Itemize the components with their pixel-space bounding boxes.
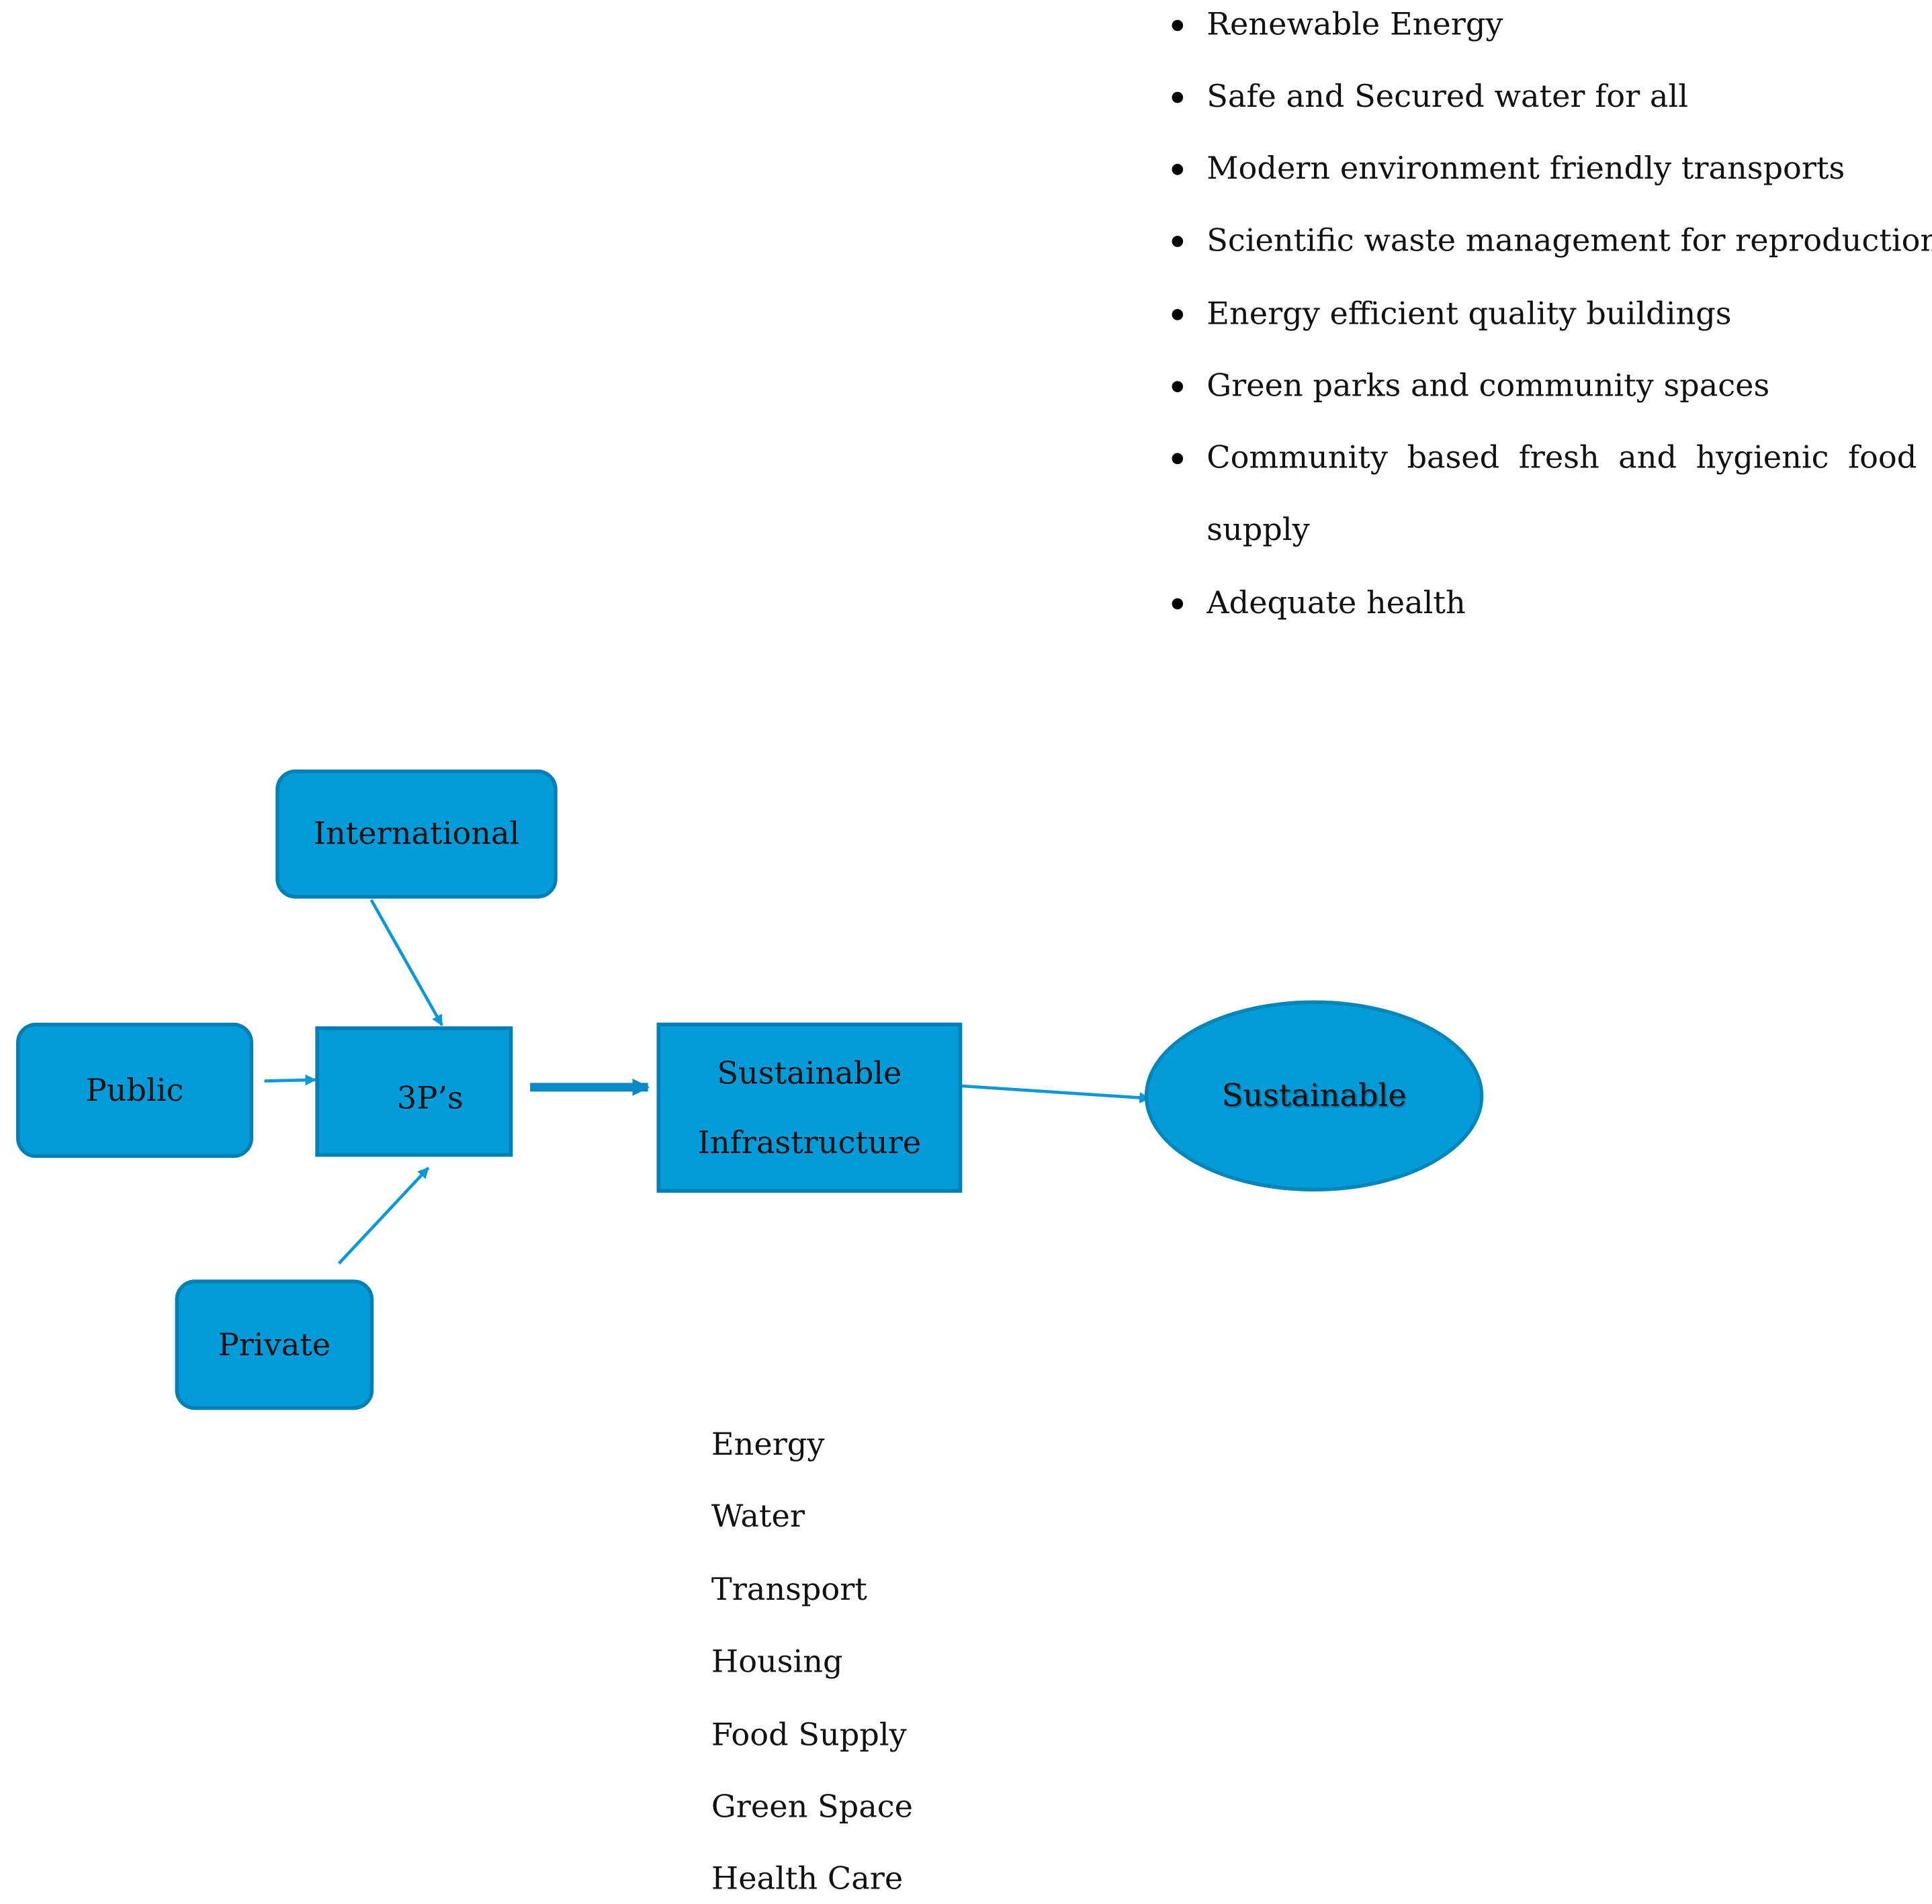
bullet-text: Energy efficient quality buildings — [1206, 295, 1732, 332]
connector-international-to-3ps — [369, 899, 443, 1026]
component-item-housing: Housing — [711, 1643, 843, 1680]
component-item-health-care: Health Care — [711, 1860, 904, 1897]
bullet-icon — [1172, 598, 1184, 610]
connector-private-to-3ps — [337, 1167, 430, 1265]
bullet-word: food — [1847, 439, 1917, 475]
component-item-food-supply: Food Supply — [711, 1716, 907, 1753]
bullet-text: Renewable Energy — [1206, 6, 1503, 42]
bullet-icon — [1172, 381, 1184, 392]
international-label: International — [313, 815, 520, 852]
bullet-icon — [1172, 163, 1184, 175]
bullet-item-renewable-energy: Renewable Energy — [1167, 0, 1917, 50]
connector-infrastructure-to-outcome — [962, 1084, 1151, 1103]
bullet-text: Adequate health — [1206, 584, 1466, 621]
international-node: International — [275, 769, 558, 899]
bullet-text: Scientific waste management for reproduc… — [1206, 222, 1932, 259]
bullet-icon — [1172, 91, 1184, 103]
component-item-energy: Energy — [711, 1426, 825, 1462]
bullet-text: Modern environment friendly transports — [1206, 150, 1845, 187]
bullet-icon — [1172, 19, 1184, 32]
bullet-item-buildings: Energy efficient quality buildings — [1167, 289, 1917, 339]
infrastructure-label-line1: Sustainable — [717, 1054, 902, 1091]
public-label: Public — [85, 1071, 184, 1108]
bullet-item-food-supply: Community based fresh and hygienic food suppl… — [1167, 433, 1917, 557]
bullet-item-waste: Scientific waste management for reproduc… — [1167, 216, 1932, 266]
bullet-word: and — [1618, 439, 1677, 475]
bullet-icon — [1172, 453, 1184, 465]
bullet-item-green-parks: Green parks and community spaces — [1167, 361, 1917, 411]
three-ps-label: 3P’s — [396, 1079, 464, 1116]
bullet-item-transports: Modern environment friendly transports — [1167, 144, 1917, 193]
bullet-text-continuation: supply — [1206, 511, 1310, 547]
bullet-word: fresh — [1518, 439, 1599, 475]
sustainable-infrastructure-node: Sustainable Infrastructure — [656, 1022, 963, 1193]
bullet-icon — [1172, 236, 1184, 247]
bullet-item-water: Safe and Secured water for all — [1167, 72, 1917, 122]
three-ps-node: 3P’s — [315, 1026, 513, 1157]
bullet-word: based — [1407, 439, 1500, 475]
bullet-text: Safe and Secured water for all — [1206, 78, 1688, 115]
private-node: Private — [175, 1279, 374, 1410]
bullet-item-health: Adequate health — [1167, 578, 1917, 628]
bullet-text: Green parks and community spaces — [1206, 367, 1770, 404]
bullet-text: Community based fresh and hygienic food — [1206, 433, 1917, 483]
bullet-word: Community — [1206, 439, 1389, 475]
connector-public-to-3ps — [264, 1074, 317, 1086]
infrastructure-label-line2: Infrastructure — [697, 1124, 922, 1160]
private-label: Private — [218, 1326, 331, 1363]
component-item-transport: Transport — [711, 1571, 867, 1608]
bullet-icon — [1172, 309, 1184, 320]
sustainable-outcome-node: Sustainable — [1144, 1000, 1484, 1192]
component-item-water: Water — [711, 1498, 805, 1535]
bullet-word: hygienic — [1696, 439, 1829, 475]
outcome-label: Sustainable — [1221, 1077, 1407, 1114]
public-node: Public — [16, 1022, 253, 1159]
component-item-green-space: Green Space — [711, 1788, 914, 1825]
